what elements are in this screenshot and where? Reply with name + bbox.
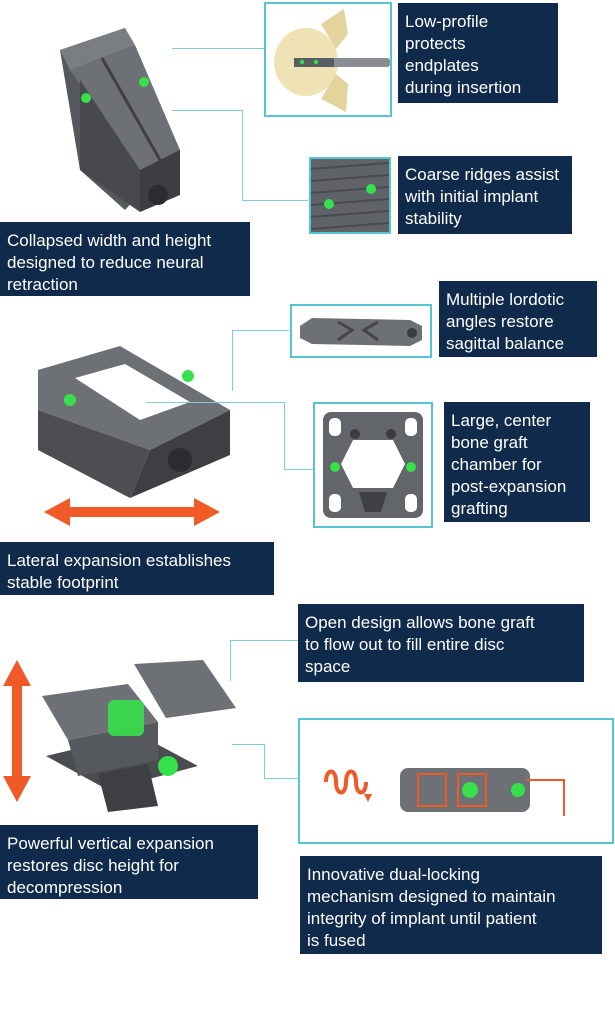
callout-low-profile: Low-profile protects endplates during in…: [398, 3, 558, 103]
callout-coarse-ridges: Coarse ridges assist with initial implan…: [398, 156, 572, 234]
callout-text: Lateral expansion establishes: [7, 551, 231, 570]
callout-text: restores disc height for: [7, 856, 179, 875]
callout-text: endplates: [405, 56, 479, 75]
callout-collapsed: Collapsed width and height designed to r…: [0, 222, 250, 296]
callout-dual-locking: Innovative dual-locking mechanism design…: [300, 856, 602, 954]
callout-text: with initial implant: [405, 187, 539, 206]
callout-open-design: Open design allows bone graft to flow ou…: [298, 604, 584, 682]
leader-line: [266, 640, 298, 642]
callout-graft-chamber: Large, center bone graft chamber for pos…: [444, 402, 590, 522]
leader-line: [284, 469, 314, 471]
callout-text: grafting: [451, 499, 508, 518]
double-arrow-horizontal-icon: [44, 498, 220, 526]
graft-chamber-top-view-image: [313, 402, 433, 528]
callout-text: angles restore: [446, 312, 554, 331]
callout-text: chamber for: [451, 455, 542, 474]
leader-line: [172, 48, 234, 81]
callout-text: decompression: [7, 878, 123, 897]
leader-line: [260, 330, 289, 332]
callout-text: retraction: [7, 275, 78, 294]
leader-line: [230, 640, 267, 681]
callout-text: Collapsed width and height: [7, 231, 212, 250]
callout-lordotic: Multiple lordotic angles restore sagitta…: [439, 281, 597, 357]
callout-text: Low-profile: [405, 12, 489, 31]
callout-lateral: Lateral expansion establishes stable foo…: [0, 542, 274, 595]
callout-text: bone graft: [451, 433, 528, 452]
leader-line: [172, 110, 243, 201]
callout-text: post-expansion: [451, 477, 567, 496]
callout-text: Open design allows bone graft: [305, 613, 535, 632]
collapsed-implant-image: [60, 28, 180, 212]
vertebra-insertion-image: [264, 2, 392, 117]
leader-line: [242, 200, 308, 202]
callout-text: stable footprint: [7, 573, 119, 592]
callout-text: Innovative dual-locking: [307, 865, 480, 884]
vertically-expanded-implant-image: [42, 660, 236, 812]
callout-text: stability: [405, 209, 462, 228]
callout-text: space: [305, 657, 351, 676]
callout-text: designed to reduce neural: [7, 253, 204, 272]
spiral-rotation-icon: [324, 769, 368, 795]
callout-text: during insertion: [405, 78, 522, 97]
callout-text: protects: [405, 34, 466, 53]
leader-line: [264, 778, 298, 780]
callout-text: mechanism designed to maintain: [307, 887, 556, 906]
callout-text: Multiple lordotic: [446, 290, 565, 309]
callout-text: Large, center: [451, 411, 552, 430]
callout-text: to flow out to fill entire disc: [305, 635, 505, 654]
lordotic-side-view-image: [290, 304, 432, 358]
callout-text: sagittal balance: [446, 334, 565, 353]
callout-text: is fused: [307, 931, 366, 950]
laterally-expanded-implant-image: [38, 346, 230, 498]
callout-text: integrity of implant until patient: [307, 909, 537, 928]
leader-line: [146, 402, 285, 470]
double-arrow-vertical-icon: [3, 660, 31, 802]
coarse-ridges-image: [309, 157, 391, 234]
leader-line: [234, 48, 264, 50]
callout-text: Powerful vertical expansion: [7, 834, 214, 853]
leader-line: [232, 330, 261, 391]
callout-vertical: Powerful vertical expansion restores dis…: [0, 825, 258, 899]
dual-locking-mechanism-image: [298, 718, 614, 844]
callout-text: Coarse ridges assist: [405, 165, 560, 184]
leader-line: [232, 744, 265, 779]
